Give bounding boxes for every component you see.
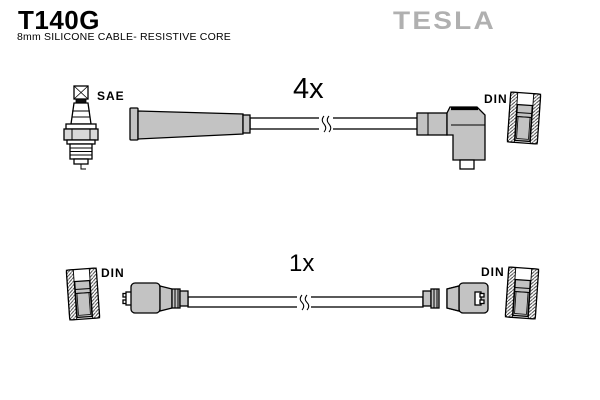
quantity-label-top: 4x bbox=[293, 73, 324, 105]
din-terminal-label-top: DIN bbox=[484, 92, 508, 106]
din-socket-icon-right bbox=[504, 266, 540, 320]
part-number: T140G bbox=[18, 5, 100, 35]
product-subtitle: 8mm SILICONE CABLE- RESISTIVE CORE bbox=[17, 31, 231, 43]
bottom-cable-diagram bbox=[65, 266, 540, 321]
quantity-label-bottom: 1x bbox=[289, 250, 315, 277]
right-angle-boot-icon bbox=[416, 106, 486, 170]
din-terminal-label-bottom-left: DIN bbox=[101, 266, 125, 280]
spark-plug-icon bbox=[63, 85, 99, 170]
cable-break-icon bbox=[299, 294, 305, 311]
coil-boot-icon-left bbox=[122, 282, 189, 314]
tesla-logo: TESLA bbox=[393, 7, 496, 35]
din-socket-icon bbox=[506, 91, 542, 145]
din-socket-icon-left bbox=[65, 267, 101, 321]
coil-boot-icon-right bbox=[422, 282, 489, 314]
sae-terminal-label: SAE bbox=[97, 89, 125, 103]
cable-1x bbox=[187, 294, 424, 311]
cable-4x bbox=[249, 115, 421, 133]
straight-boot-icon bbox=[129, 107, 251, 141]
din-terminal-label-bottom-right: DIN bbox=[481, 265, 505, 279]
cable-break-icon bbox=[321, 115, 327, 133]
top-cable-diagram bbox=[63, 85, 542, 170]
